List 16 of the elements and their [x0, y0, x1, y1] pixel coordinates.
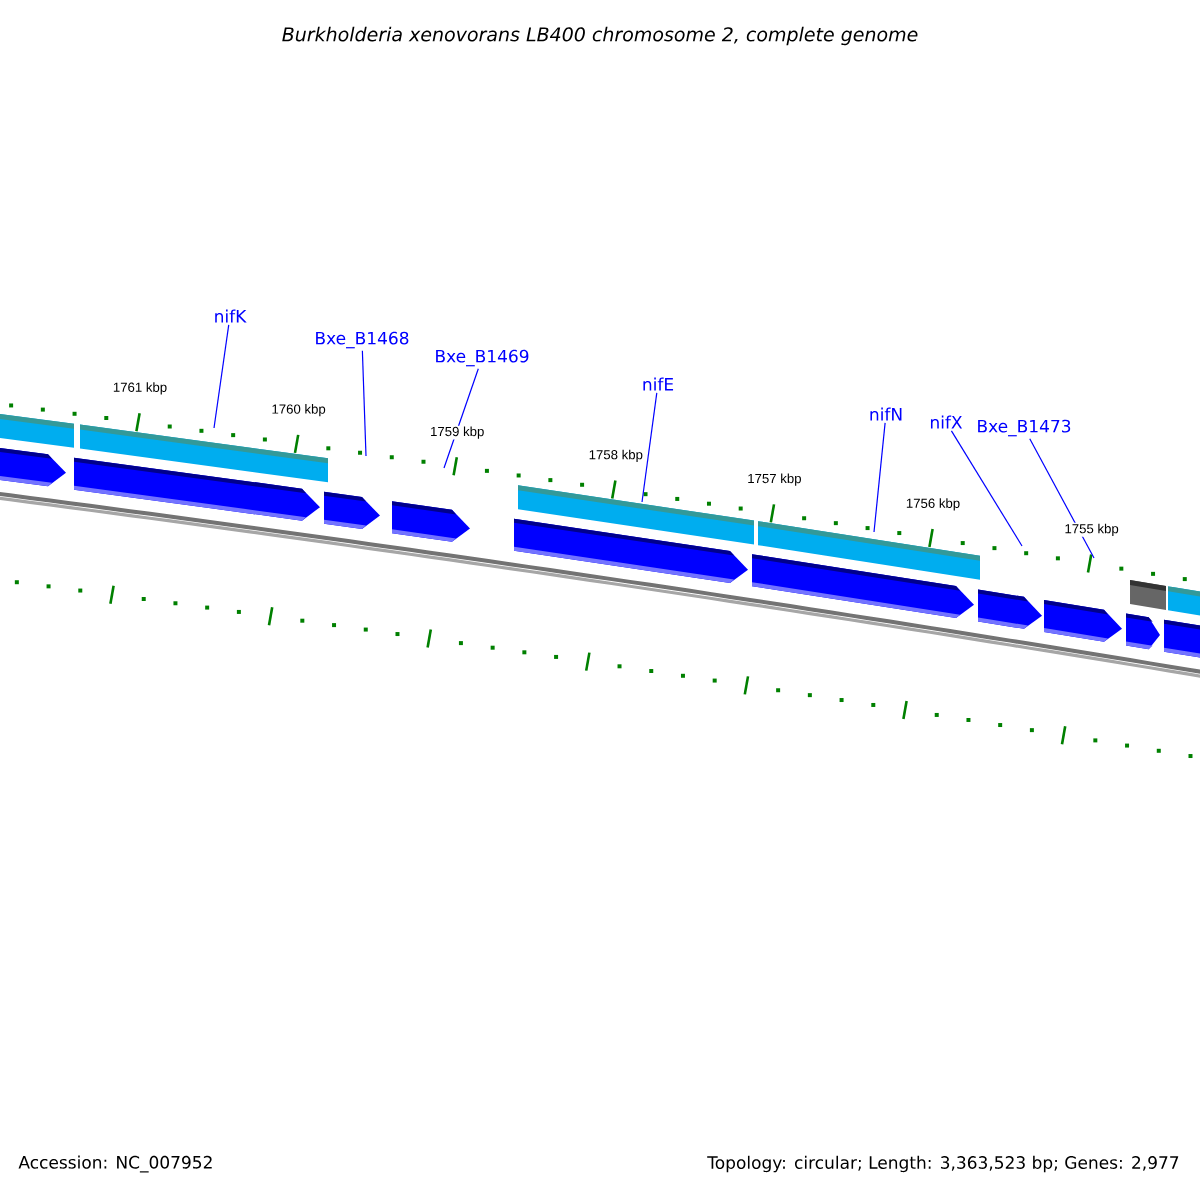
leader-line — [641, 392, 658, 503]
gene-label: Bxe_B1469 — [436, 349, 529, 367]
gene-label: nifK — [215, 309, 247, 323]
leader-line — [950, 430, 1023, 547]
gene-label: Bxe_B1473 — [978, 419, 1071, 437]
genome-info-text: Topology: circular; Length: 3,363,523 bp; Genes: 2,977 — [707, 1155, 1179, 1173]
leader-line — [873, 422, 886, 533]
gene-label: nifX — [931, 415, 963, 429]
leader-line — [213, 324, 230, 429]
leader-line — [1029, 438, 1095, 559]
accession-text: Accession: NC_007952 — [18, 1155, 212, 1173]
gene-label: nifN — [870, 407, 902, 421]
title: Burkholderia xenovorans LB400 chromosome 2, complete genome — [282, 26, 918, 46]
gene-label: Bxe_B1468 — [316, 331, 409, 349]
leader-line — [361, 350, 367, 457]
gene-label: nifE — [643, 377, 674, 391]
